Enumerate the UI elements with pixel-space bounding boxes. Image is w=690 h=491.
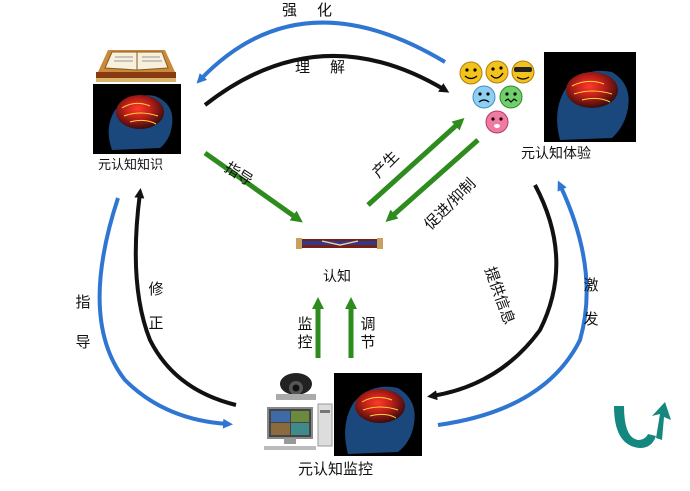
node-monitoring-label: 元认知监控 (298, 460, 374, 478)
produce-arrow (366, 117, 465, 207)
promote-inhibit-arrow (385, 138, 480, 222)
brain-head-icon-knowledge (93, 84, 181, 154)
understand-arrow (203, 53, 450, 107)
correct-label: 修正 (148, 280, 164, 332)
brain-head-icon-experience (544, 52, 636, 142)
strengthen-arrow (196, 20, 447, 84)
node-experience-label: 元认知体验 (521, 146, 591, 162)
surveillance-computer-icon (264, 373, 333, 450)
book-icon (96, 50, 176, 82)
cognition-icon (296, 238, 383, 249)
logo-icon (614, 402, 671, 448)
node-knowledge-label: 元认知知识 (98, 158, 164, 173)
stimulate-arrow (437, 180, 589, 427)
guide-left-arrow (97, 197, 233, 429)
guide-top-arrow (203, 150, 303, 223)
regulate-label: 调节 (360, 315, 376, 351)
understand-label: 理解 (295, 58, 366, 76)
monitor-label: 监控 (297, 315, 313, 351)
strengthen-label: 强化 (282, 1, 353, 19)
brain-head-icon-monitoring (334, 373, 422, 456)
emotion-faces-icon (459, 60, 535, 134)
stimulate-label: 激发 (583, 276, 599, 328)
node-cognition-label: 认知 (323, 269, 351, 285)
guide-left-label: 指导 (75, 293, 91, 351)
correct-arrow (133, 188, 237, 407)
provide-info-arrow (427, 184, 559, 401)
